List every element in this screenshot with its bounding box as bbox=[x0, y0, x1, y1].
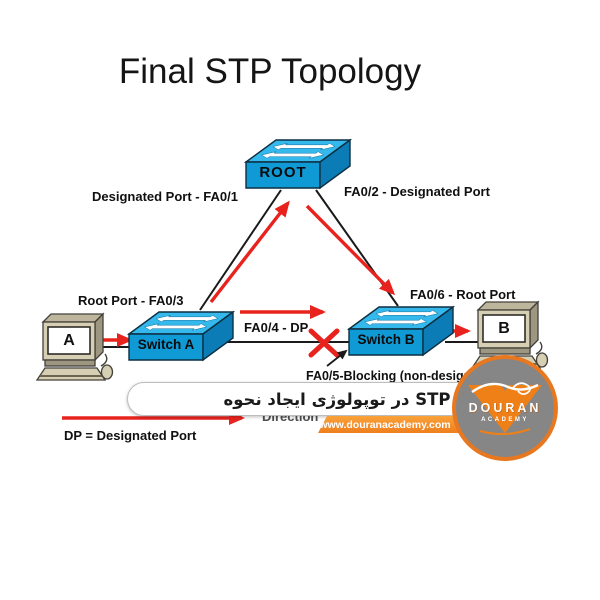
switch-a-label: Switch A bbox=[137, 337, 195, 352]
logo-brand-text: DOURAN bbox=[468, 401, 542, 415]
watermark-banner-title: نحوه ایجاد توپولوژی در STP bbox=[223, 389, 451, 409]
flow-arrow-a-to-root bbox=[209, 200, 290, 304]
page-title: Final STP Topology bbox=[118, 52, 422, 91]
port-label-fa06: FA0/6 - Root Port bbox=[410, 287, 516, 302]
flow-arrow-root-to-b bbox=[305, 204, 396, 296]
website-url: www.douranacademy.com bbox=[319, 418, 451, 431]
port-label-fa02: FA0/2 - Designated Port bbox=[344, 184, 490, 199]
switch-b-label: Switch B bbox=[357, 332, 415, 347]
host-a-label: A bbox=[63, 332, 75, 349]
switch-b-icon bbox=[348, 306, 454, 356]
port-label-fa03: Root Port - FA0/3 bbox=[78, 293, 184, 308]
link-root-switchb bbox=[315, 189, 399, 307]
logo-brand-subtext: ACADEMY bbox=[481, 417, 529, 423]
legend-dp-definition: DP = Designated Port bbox=[64, 428, 197, 443]
port-label-fa01: Designated Port - FA0/1 bbox=[92, 189, 238, 204]
douran-academy-logo: DOURAN ACADEMY bbox=[452, 355, 558, 461]
link-switcha-root bbox=[199, 189, 282, 311]
root-switch-label: ROOT bbox=[259, 164, 307, 181]
host-b-label: B bbox=[498, 320, 510, 337]
blocking-pointer-arrow bbox=[326, 349, 348, 367]
switch-a-icon bbox=[128, 311, 234, 361]
blocked-port-x-icon bbox=[308, 328, 340, 358]
port-label-fa04: FA0/4 - DP bbox=[244, 320, 309, 335]
logo-emblem-icon bbox=[468, 382, 542, 435]
